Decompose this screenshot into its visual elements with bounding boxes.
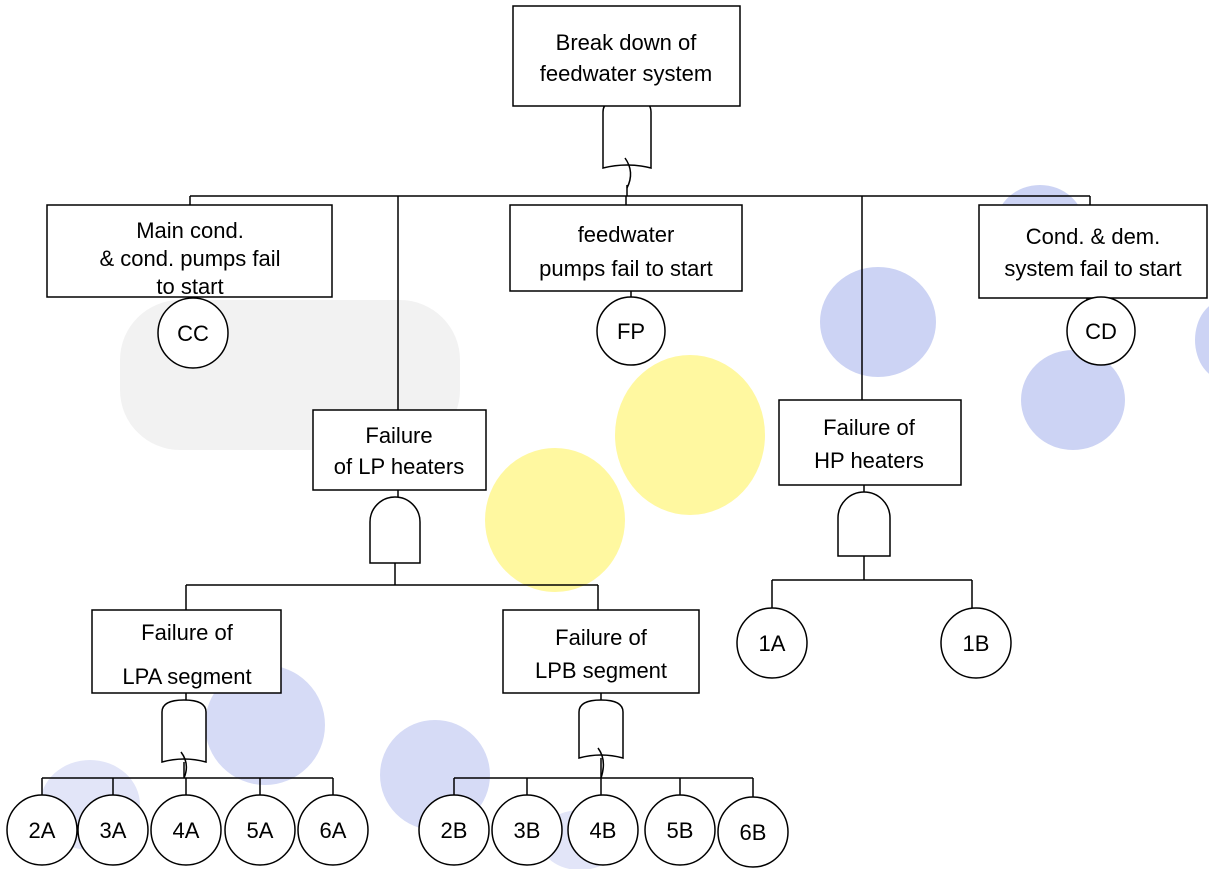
or-gate-top <box>602 97 652 189</box>
event-box-label: Failure <box>365 423 432 448</box>
basic-event-4a: 4A <box>150 794 222 866</box>
basic-event-1b: 1B <box>940 607 1012 679</box>
event-box-label: LPB segment <box>535 658 667 683</box>
basic-event-fp: FP <box>596 296 666 366</box>
connector-lines <box>41 185 1091 800</box>
basic-event-5b: 5B <box>644 794 716 866</box>
basic-event-1a: 1A <box>736 607 808 679</box>
event-box-label: Failure of <box>141 620 234 645</box>
event-box-label: Break down of <box>556 30 698 55</box>
or-gate-lpb <box>578 699 624 779</box>
event-box-main-cond: Main cond. & cond. pumps fail to start <box>46 204 333 299</box>
basic-event-2a: 2A <box>6 794 78 866</box>
basic-event-5a: 5A <box>224 794 296 866</box>
event-box-feedwater-pumps: feedwater pumps fail to start <box>509 204 743 292</box>
basic-event-label: 3A <box>100 818 127 843</box>
basic-event-label: 3B <box>514 818 541 843</box>
event-box-label: feedwater <box>578 222 675 247</box>
basic-event-label: 2B <box>441 818 468 843</box>
basic-event-label: 4A <box>173 818 200 843</box>
event-box-label: of LP heaters <box>334 454 464 479</box>
event-box-label: Failure of <box>823 415 916 440</box>
basic-event-3b: 3B <box>491 794 563 866</box>
basic-event-label: 6B <box>740 820 767 845</box>
basic-event-label: 5A <box>247 818 274 843</box>
basic-event-cc: CC <box>157 297 229 369</box>
basic-event-6b: 6B <box>717 796 789 868</box>
event-box-label: Failure of <box>555 625 648 650</box>
basic-event-label: FP <box>617 319 645 344</box>
event-box-label: Cond. & dem. <box>1026 224 1161 249</box>
event-box-label: LPA segment <box>122 664 251 689</box>
event-box-lpa-segment: Failure of LPA segment <box>91 609 282 694</box>
basic-event-label: 1A <box>759 631 786 656</box>
basic-event-label: CC <box>177 321 209 346</box>
and-gate-hp <box>837 491 891 557</box>
event-box-label: HP heaters <box>814 448 924 473</box>
basic-event-6a: 6A <box>297 794 369 866</box>
or-gate-lpa <box>161 699 207 779</box>
event-box-label: to start <box>156 274 223 299</box>
event-box-cond-dem: Cond. & dem. system fail to start <box>978 204 1208 299</box>
event-box-hp-heaters: Failure of HP heaters <box>778 399 962 486</box>
basic-event-2b: 2B <box>418 794 490 866</box>
background-blue-sphere-icon <box>205 665 325 785</box>
event-box-label: Main cond. <box>136 218 244 243</box>
basic-event-label: 5B <box>667 818 694 843</box>
and-gate-lp <box>369 496 421 564</box>
event-box-label: & cond. pumps fail <box>100 246 281 271</box>
background-blue-sphere-icon <box>820 267 936 377</box>
event-box-lp-heaters: Failure of LP heaters <box>312 409 487 491</box>
basic-event-label: 6A <box>320 818 347 843</box>
basic-event-cd: CD <box>1066 296 1136 366</box>
basic-event-3a: 3A <box>77 794 149 866</box>
event-box-label: feedwater system <box>540 61 712 86</box>
event-box-lpb-segment: Failure of LPB segment <box>502 609 700 694</box>
event-box-label: pumps fail to start <box>539 256 713 281</box>
background-blue-sphere-icon <box>1021 350 1125 450</box>
background-blue-sphere-icon <box>1195 306 1209 374</box>
background-yellow-sphere-icon <box>615 355 765 515</box>
basic-event-label: 4B <box>590 818 617 843</box>
basic-event-4b: 4B <box>567 794 639 866</box>
event-box-label: system fail to start <box>1004 256 1181 281</box>
background-yellow-sphere-icon <box>485 448 625 592</box>
basic-event-label: 1B <box>963 631 990 656</box>
event-box-top: Break down of feedwater system <box>512 5 741 107</box>
basic-event-label: 2A <box>29 818 56 843</box>
basic-event-label: CD <box>1085 319 1117 344</box>
